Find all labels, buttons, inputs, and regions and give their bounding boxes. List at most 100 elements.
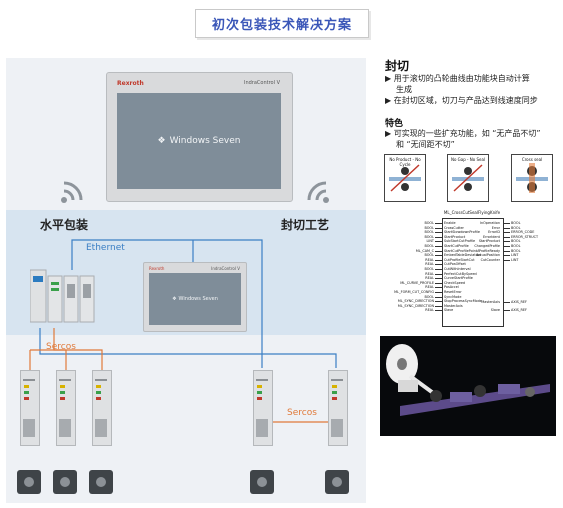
fb-input-pin <box>435 246 442 247</box>
fb-input-pin <box>435 250 442 252</box>
fb-input-name: StartCutProfilePointA <box>444 248 480 253</box>
fb-output-pin <box>503 259 510 261</box>
hmi-screen: ❖ Windows Seven <box>117 93 281 189</box>
windows-logo-icon: ❖ <box>157 136 166 146</box>
bullet-1: ▶ 用于滚切的凸轮曲线由功能块自动计算 <box>385 74 530 83</box>
fb-output-pin <box>503 301 510 303</box>
fb-output-name: MasterAxis <box>481 299 500 304</box>
fb-output-type: LINT <box>511 257 519 262</box>
fb-input-type: REAL <box>425 257 434 262</box>
fb-input-pin <box>435 264 442 266</box>
system-diagram: Rexroth IndraControl V ❖ Windows Seven 水… <box>6 58 366 503</box>
fb-input-type: REAL <box>425 271 434 276</box>
fb-output-pin <box>503 246 510 247</box>
fb-input-name: Enable <box>444 221 456 225</box>
sercos-label-right: Sercos <box>287 408 317 418</box>
figure-caption: No Gap - No Seal <box>450 157 486 162</box>
fb-input-name: StartCutProfile <box>444 244 469 248</box>
hmi-panel-small: Rexroth IndraControl V ❖ Windows Seven <box>143 262 247 332</box>
servo-motor-2 <box>53 470 77 494</box>
servo-drive-1 <box>20 370 40 446</box>
bullet-2: ▶ 在封切区域，切刀与产品达到线速度同步 <box>385 96 538 105</box>
fb-input-name: StartSlowdownProfile <box>444 230 480 235</box>
fb-output-pin <box>503 227 510 229</box>
fb-output-type: BOOL <box>511 221 521 225</box>
sercos-label-left: Sercos <box>46 342 76 352</box>
fb-input-name: EmbedTableDeviation <box>444 253 481 258</box>
fb-input-name: StartProduct <box>444 234 466 239</box>
fb-input-type: BOOL <box>424 225 435 230</box>
fb-output-name: Error <box>491 225 500 230</box>
servo-drive-3 <box>92 370 112 446</box>
fb-input-pin <box>435 269 442 270</box>
fb-output-name: InOperation <box>479 221 500 225</box>
fb-input-name: CheckSpeed <box>444 280 466 285</box>
servo-motor-1 <box>17 470 41 494</box>
fb-input-type: ML_SYNC_DIRECTION <box>397 299 434 304</box>
hmi-model: IndraControl V <box>243 80 280 86</box>
fb-input-pin <box>435 259 442 261</box>
fb-output-type: LINT <box>511 253 519 258</box>
fb-output-pin <box>503 255 510 257</box>
fb-input-pin <box>435 301 442 303</box>
fb-input-pin <box>435 232 442 234</box>
fb-input-name: StopProcessSyncMode <box>444 299 482 304</box>
function-block-name: ML_CrossCutSealFlyingKnife <box>443 210 501 215</box>
fb-output-pin <box>503 236 510 238</box>
windows-logo-icon: ❖ <box>172 296 177 302</box>
fb-output-pin <box>503 310 510 312</box>
fb-input-name: CutPosOffset <box>444 262 466 267</box>
function-block-body <box>442 218 504 327</box>
fb-input-type: REAL <box>425 308 434 313</box>
fb-output-name: ProfileReady <box>478 248 500 253</box>
feature-bullet-1-cont: 和 “无间距不切” <box>396 140 455 149</box>
ethernet-line <box>71 239 263 368</box>
fb-input-type: ML_FORM_CUT_CONFIG <box>394 290 434 294</box>
fb-input-pin <box>435 236 442 238</box>
fb-input-type: REAL <box>425 285 434 290</box>
fb-output-type: BOOL <box>511 248 521 253</box>
fb-output-pin <box>503 250 510 252</box>
fb-output-type: ERROR_STRUCT <box>511 234 539 239</box>
fb-input-name: CrossCutter <box>444 225 464 230</box>
fb-input-pin <box>435 305 442 307</box>
fb-input-name: CutProfileStartCut <box>444 257 475 262</box>
hmi-screen-text: Windows Seven <box>169 136 241 146</box>
fb-output-type: AXIS_REF <box>511 308 527 313</box>
servo-drive-2 <box>56 370 76 446</box>
fb-output-name: ErrorIdent <box>483 234 500 239</box>
figure-no-product: No Product - No Cycle <box>384 154 426 202</box>
cross-cut-icon <box>389 164 421 192</box>
fb-output-type: BOOL <box>511 244 521 248</box>
fb-input-type: BOOL <box>424 244 435 248</box>
connection-lines <box>29 239 337 423</box>
plc-controller <box>30 269 95 323</box>
fb-input-pin <box>435 255 442 257</box>
title-box: 初次包装技术解决方案 <box>195 9 369 38</box>
cross-seal-icon <box>516 163 548 193</box>
feature-heading: 特色 <box>385 119 404 129</box>
fb-input-pin <box>435 287 442 289</box>
bullet-1-cont: 生成 <box>396 85 412 94</box>
figure-caption: Cross seal <box>521 157 543 162</box>
fb-input-name: CutWithInterval <box>444 267 471 271</box>
sercos-line-left <box>53 328 103 372</box>
cross-cutter-machine-image <box>380 336 556 436</box>
hmi-small-model: IndraControl V <box>211 266 240 271</box>
fb-output-name: CutCounter <box>480 257 500 262</box>
fb-input-type: BOOL <box>424 234 435 239</box>
fb-input-name: PosAccel <box>444 285 459 290</box>
fb-output-pin <box>503 241 510 243</box>
fb-input-name: SyncMode <box>444 294 462 299</box>
fb-input-pin <box>435 278 442 280</box>
fb-input-type: ML_CAM_C <box>415 248 434 253</box>
no-gap-icon <box>452 164 484 192</box>
wireless-icon-right <box>307 181 329 203</box>
servo-motor-3 <box>89 470 113 494</box>
fb-input-type: REAL <box>425 276 434 281</box>
hmi-brand: Rexroth <box>117 80 144 87</box>
fb-input-type: LINT <box>426 239 435 244</box>
fb-input-type: BOOL <box>424 294 435 299</box>
fb-input-pin <box>435 223 442 224</box>
